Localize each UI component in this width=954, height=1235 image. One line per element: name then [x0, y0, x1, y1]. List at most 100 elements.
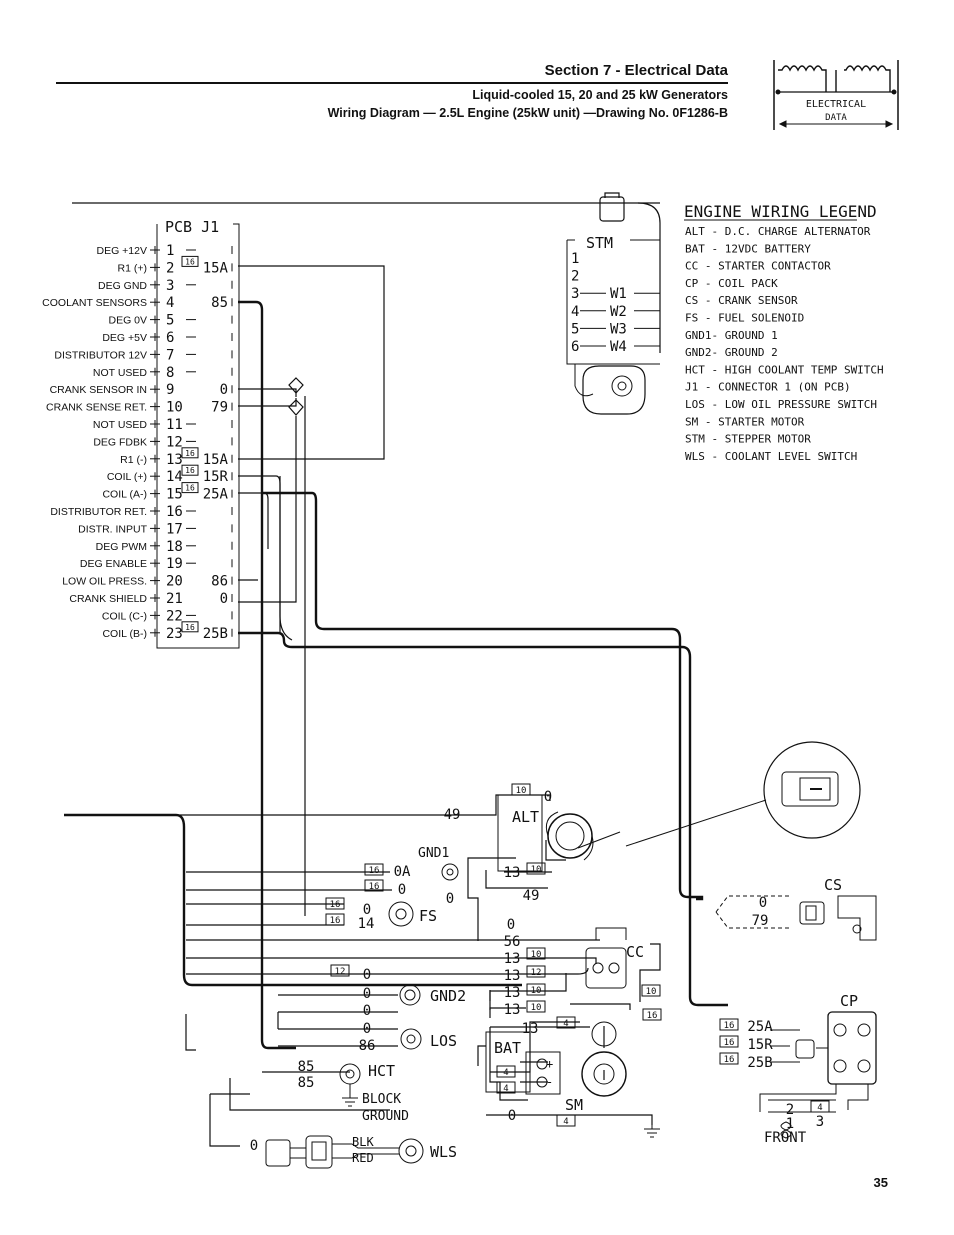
stm-wiring: [72, 192, 661, 460]
wire-number-label: 16: [330, 916, 341, 926]
wire-number-label: 13: [504, 1002, 521, 1018]
gauge-box: [181, 621, 199, 633]
page-number: 35: [873, 1175, 888, 1190]
wire-number-label: 4: [503, 1068, 508, 1078]
pcb-pin-number: 10: [166, 400, 183, 416]
wire-number-label: 0: [363, 1021, 371, 1037]
stm-pin-number: 6: [571, 339, 579, 355]
wire-number-label: 13: [504, 865, 521, 881]
engine-wiring-legend: ENGINE WIRING LEGEND ALT - D.C. CHARGE A…: [684, 202, 884, 463]
wire-number-label: 0: [398, 882, 406, 898]
gnd2-terminal: [399, 984, 421, 1006]
legend-item: SM - STARTER MOTOR: [685, 415, 805, 428]
pcb-pin-wire: 15R: [203, 469, 229, 485]
gauge-label: 16: [185, 449, 195, 458]
legend-item: STM - STEPPER MOTOR: [685, 433, 811, 446]
wire-number-label: 0: [759, 895, 767, 911]
wire-number-label: 10: [531, 950, 542, 960]
pcb-pin-number: 19: [166, 556, 183, 572]
crank-sensor-cs: CS: [715, 876, 877, 941]
wire-number-label: 85: [298, 1075, 315, 1091]
pcb-pin-number: 6: [166, 330, 174, 346]
gauge-label: 16: [185, 466, 195, 475]
chassis-ground-icon: [644, 1125, 660, 1138]
gnd2-label: GND2: [430, 987, 466, 1005]
fs-label: FS: [419, 907, 437, 925]
coolant-temp-switch-hct: [339, 1063, 361, 1085]
wire-number-label: 86: [359, 1038, 376, 1054]
wire-number-label: 13: [522, 1021, 539, 1037]
header-rule: [56, 82, 728, 84]
pcb-pin-label: COOLANT SENSORS: [42, 297, 147, 309]
connector-detail-callout: [625, 741, 861, 847]
wire-number-label: 10: [531, 1003, 542, 1013]
alternator-alt: ALT: [497, 794, 621, 872]
wire-number-label: 49: [444, 807, 461, 823]
battery-bat: BAT + -: [485, 1031, 561, 1095]
gauge-box: [496, 1081, 516, 1094]
wire-number-label: 56: [504, 934, 521, 950]
pcb-pin-wire: 15A: [203, 452, 229, 468]
stm-pin-number: 5: [571, 321, 579, 337]
wire-number-label: 85: [298, 1059, 315, 1075]
pcb-pin-label: LOW OIL PRESS.: [62, 576, 147, 588]
bat-plus-label: +: [546, 1057, 553, 1071]
pcb-pin-wire: 85: [211, 295, 228, 311]
gauge-box: [526, 1000, 546, 1013]
fan-icon: [780, 1121, 792, 1139]
legend-item: CS - CRANK SENSOR: [685, 294, 798, 307]
pcb-pin-label: CRANK SHIELD: [69, 593, 147, 605]
pcb-pin-number: 4: [166, 295, 174, 311]
wire-number-label: 4: [817, 1103, 822, 1113]
wire-number-label: 1: [786, 1116, 794, 1132]
pcb-pin-label: DEG +12V: [97, 245, 148, 257]
pcb-pin-label: NOT USED: [93, 367, 147, 379]
legend-item: GND2- GROUND 2: [685, 346, 778, 359]
pcb-pin-label: COIL (+): [107, 471, 147, 483]
stm-pin-number: 1: [571, 251, 579, 267]
lower-harness: [64, 794, 661, 1147]
pcb-pin-number: 3: [166, 278, 174, 294]
gauge-box: [556, 1114, 576, 1127]
wire-number-label: 10: [531, 865, 542, 875]
pcb-pin-label: DEG +5V: [102, 332, 147, 344]
gauge-box: [511, 783, 531, 796]
pcb-pin-wire: 15A: [203, 260, 229, 276]
stepper-motor-body: [582, 365, 646, 415]
gauge-box: [181, 464, 199, 476]
legend-item: BAT - 12VDC BATTERY: [685, 242, 811, 255]
wire-number-label: 4: [563, 1019, 568, 1029]
wire-number-label: 13: [504, 985, 521, 1001]
wire-number-label: 0: [508, 1108, 516, 1124]
pcb-pin-wire: 25B: [203, 626, 228, 642]
pcb-pin-wire: 0: [220, 591, 228, 607]
gauge-box: [181, 447, 199, 459]
electrical-data-badge: ELECTRICAL DATA: [773, 60, 899, 130]
pcb-pin-label: R1 (-): [120, 454, 147, 466]
pcb-pin-label: DEG PWM: [96, 541, 147, 553]
starter-contactor-cc: CC: [585, 927, 644, 989]
gauge-box: [526, 947, 546, 960]
pcb-pin-number: 8: [166, 365, 174, 381]
wire-number-label: 49: [523, 888, 540, 904]
block-ground-icon: [342, 1084, 358, 1107]
pcb-pin-number: 15: [166, 487, 183, 503]
pcb-pin-label: CRANK SENSE RET.: [46, 402, 147, 414]
legend-item: ALT - D.C. CHARGE ALTERNATOR: [685, 225, 871, 238]
wire-number-label: 4: [503, 1084, 508, 1094]
gauge-box: [556, 1016, 576, 1029]
wire-number-label: 16: [330, 900, 341, 910]
pcb-pin-label: DEG GND: [98, 280, 147, 292]
pcb-title: PCB J1: [165, 218, 219, 236]
legend-item: LOS - LOW OIL PRESSURE SWITCH: [685, 398, 877, 411]
starter-motor-sm: SM: [565, 1021, 660, 1138]
cp-label: CP: [840, 992, 858, 1010]
wls-label: WLS: [430, 1143, 457, 1161]
gauge-box: [526, 983, 546, 996]
gnd1-label: GND1: [418, 846, 449, 861]
stm-wire-label: W2: [610, 304, 627, 320]
gauge-box: [181, 482, 199, 494]
